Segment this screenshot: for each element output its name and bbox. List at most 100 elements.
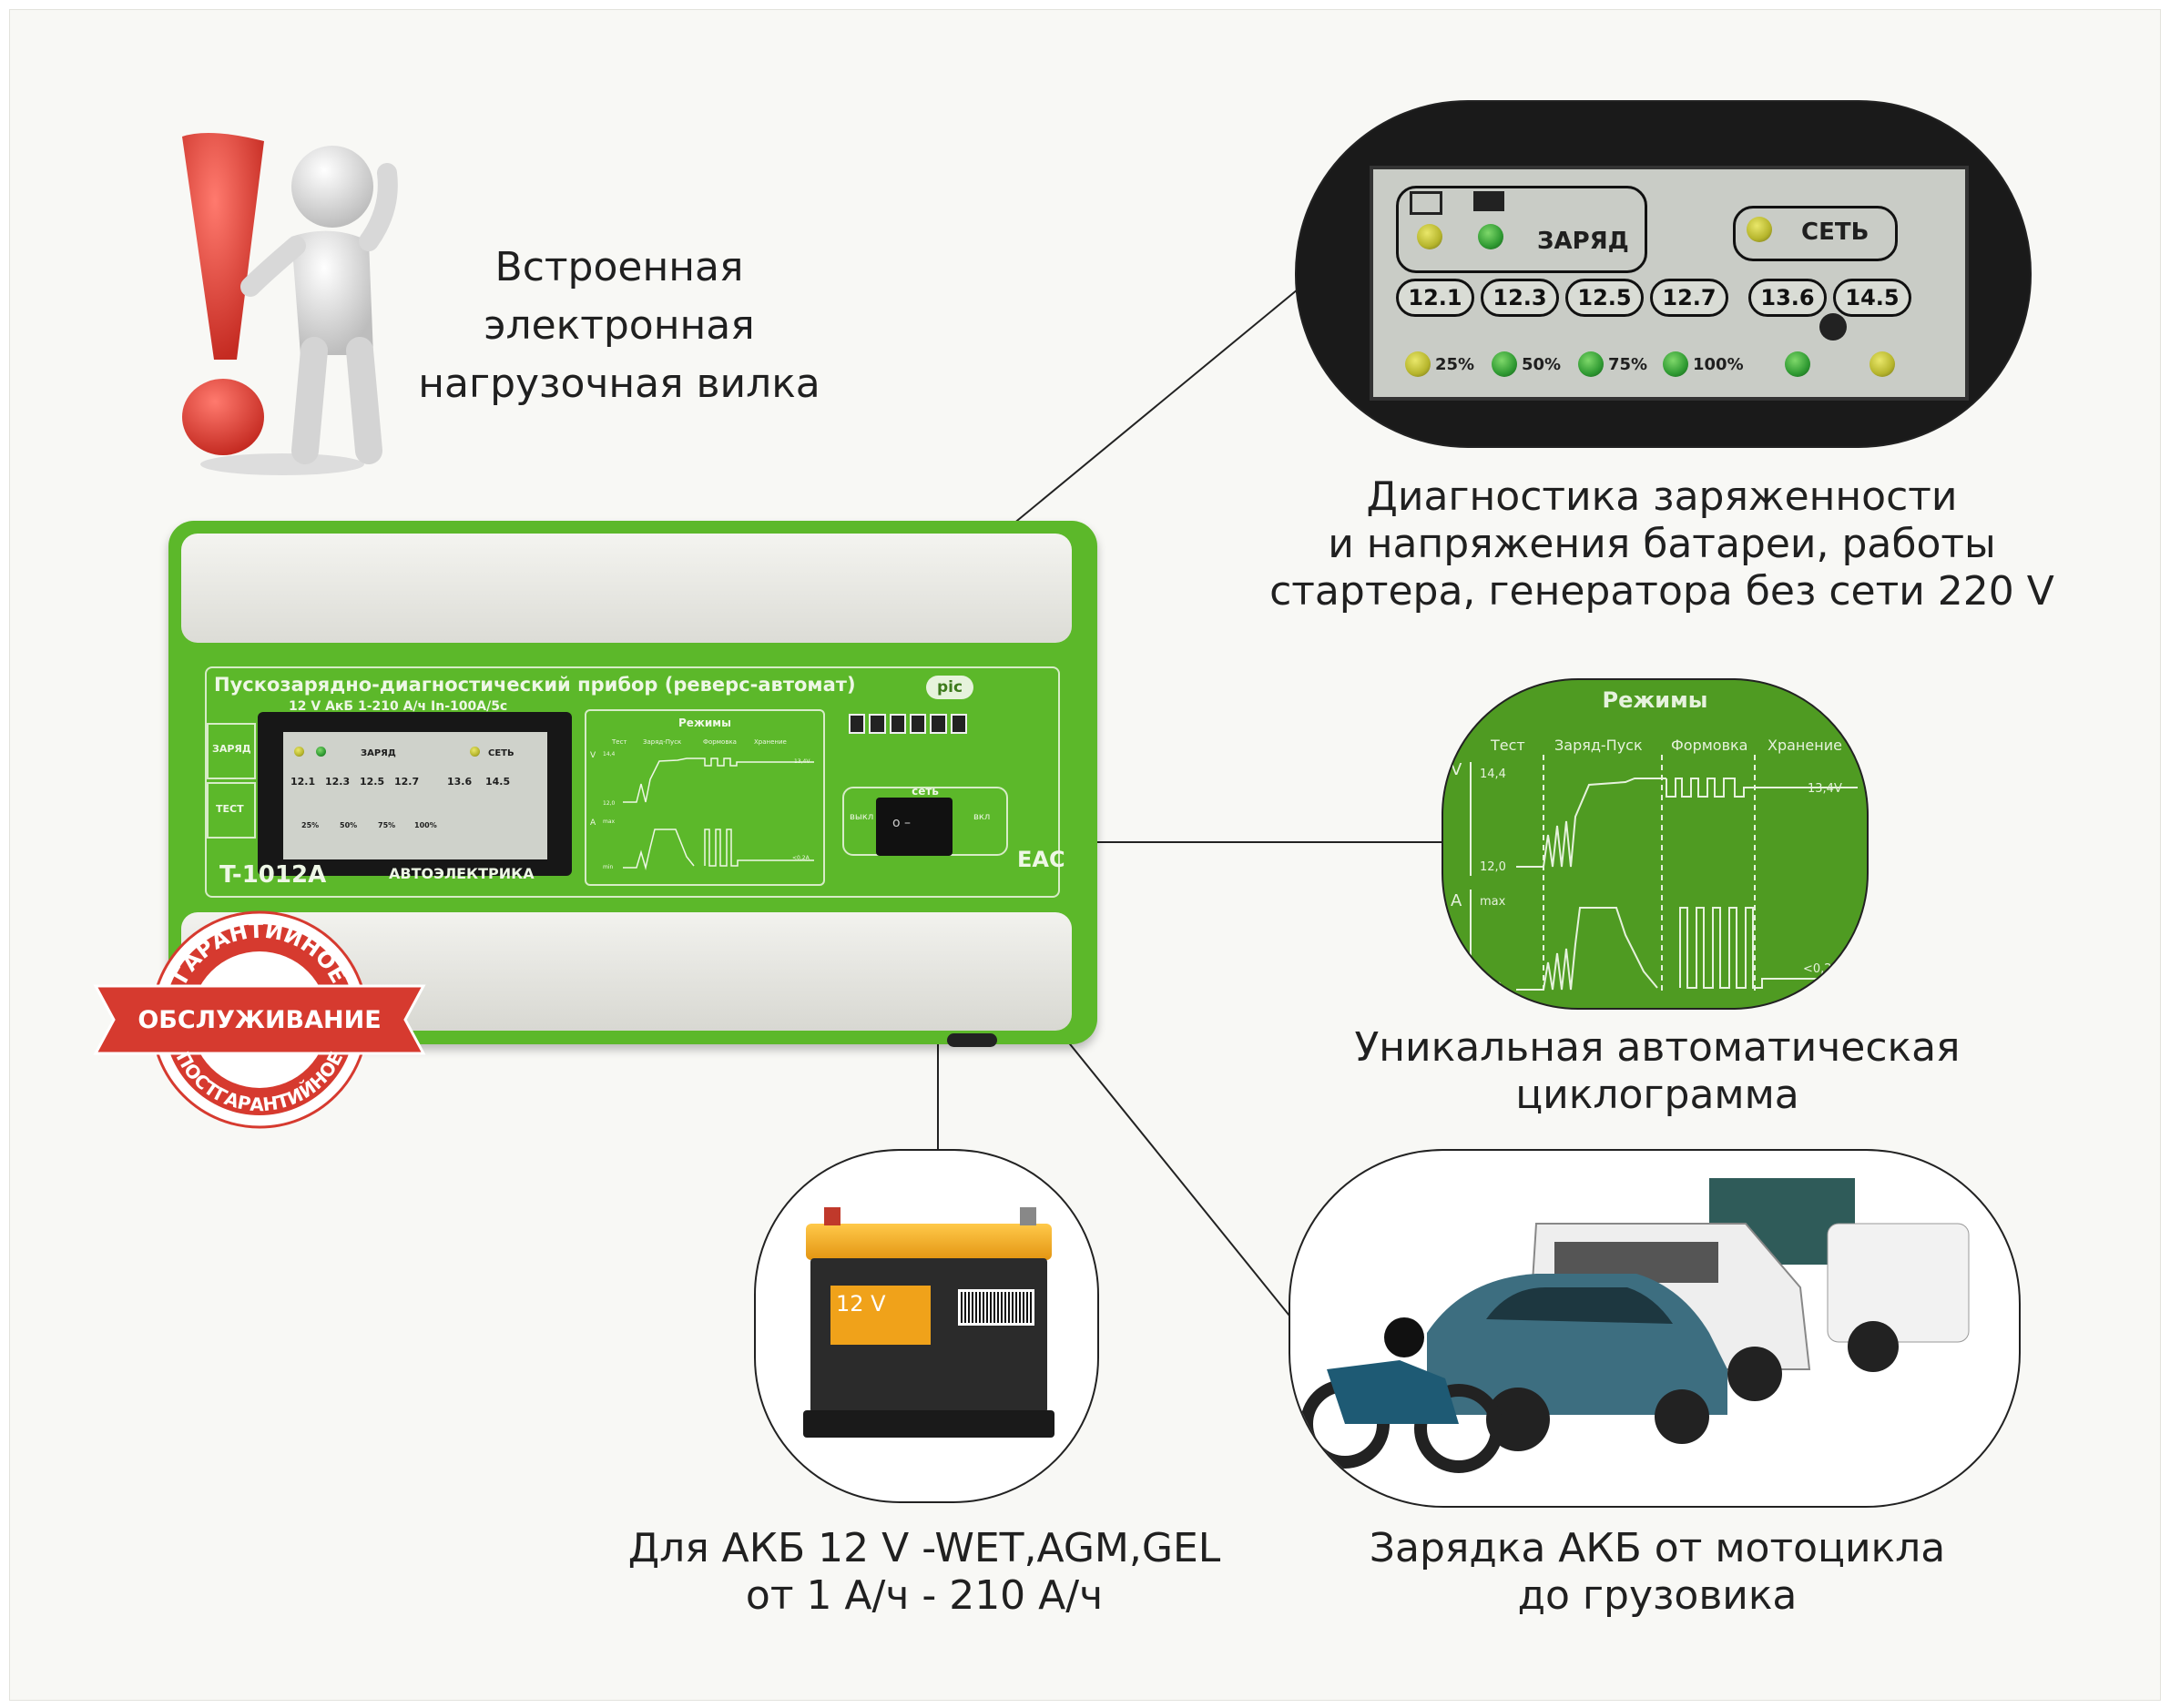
a-axis-label: A <box>1451 891 1462 910</box>
caption-line: Встроенная <box>494 244 744 290</box>
indicator-panel: ЗАРЯД СЕТЬ 12.1 12.3 12.5 12.7 13.6 14.5… <box>1370 166 1969 401</box>
mini-percent: 75% <box>378 821 396 829</box>
mini-phase: Формовка <box>703 738 737 746</box>
device-foot <box>947 1033 997 1047</box>
modes-title: Режимы <box>1602 687 1708 713</box>
mini-voltage: 12.5 <box>360 776 385 788</box>
battery-negative-terminal-icon <box>1020 1207 1036 1225</box>
led-yellow <box>1869 351 1895 377</box>
mini-charge-label: ЗАРЯД <box>361 748 396 758</box>
battery-label: 12 V <box>830 1286 931 1345</box>
barcode-icon <box>958 1289 1034 1326</box>
led-network <box>1747 217 1772 242</box>
mini-a-max: max <box>603 818 616 825</box>
warranty-middle-text: ОБСЛУЖИВАНИЕ <box>138 1006 381 1034</box>
battery-positive-terminal-icon <box>824 1207 840 1225</box>
mini-percent: 25% <box>301 821 320 829</box>
battery-oval: 12 V <box>754 1149 1099 1503</box>
top-cover <box>181 534 1072 643</box>
battery-full-icon <box>1473 191 1504 211</box>
device-specs: 12 V АкБ 1-210 А/ч In-100A/5c <box>289 699 508 714</box>
pic-badge: pic <box>926 676 973 699</box>
caption-line: нагрузочная вилка <box>418 361 820 407</box>
battery-voltage: 12 V <box>836 1291 886 1317</box>
truck-icon <box>869 714 886 734</box>
mini-phase: Хранение <box>754 738 787 746</box>
car-icon <box>849 714 866 734</box>
battery-body: 12 V <box>810 1258 1047 1413</box>
mini-network-label: СЕТЬ <box>488 748 514 758</box>
mini-voltage: 12.3 <box>325 776 351 788</box>
voltage-pill: 12.3 <box>1481 279 1559 317</box>
v-axis-label: V <box>1451 760 1462 779</box>
led-green <box>1478 224 1503 249</box>
device-title: Пускозарядно-диагностический прибор (рев… <box>214 674 856 696</box>
boat-icon <box>889 714 906 734</box>
off-label: выкл <box>850 812 874 822</box>
phase-label: Тест <box>1491 737 1525 754</box>
side-box <box>207 723 256 779</box>
mini-percent: 50% <box>340 821 358 829</box>
mini-v: V <box>590 751 596 760</box>
load-fork-caption: Встроенная электронная нагрузочная вилка <box>392 239 847 413</box>
network-label: СЕТЬ <box>1801 219 1869 246</box>
caption-line: от 1 А/ч - 210 А/ч <box>745 1572 1104 1619</box>
cyclogram-caption: Уникальная автоматическая циклограмма <box>1339 1024 1976 1119</box>
front-panel: Пускозарядно-диагностический прибор (рев… <box>205 666 1065 898</box>
led-green <box>1785 351 1810 377</box>
generator-icon <box>930 714 947 734</box>
v-low-label: 12,0 <box>1480 860 1506 874</box>
vehicles-illustration <box>1300 1178 1970 1473</box>
mode-icons <box>849 714 967 734</box>
starter-icon <box>1819 313 1847 341</box>
diagnostics-caption: Диагностика заряженности и напряжения ба… <box>1266 473 2058 615</box>
side-box <box>207 782 256 839</box>
side-test-label: ТЕСТ <box>216 803 244 815</box>
a-max-label: max <box>1480 895 1506 909</box>
model-label: T-1012A <box>219 861 327 889</box>
battery-top <box>806 1224 1052 1260</box>
mini-a-min: min <box>603 864 614 870</box>
voltage-pill: 12.5 <box>1565 279 1644 317</box>
mini-led <box>470 747 480 757</box>
warranty-seal-graphic: ГАРАНТИЙНОЕ ПОСТГАРАНТИЙНОЕ ОБСЛУЖИВАНИЕ <box>93 910 426 1129</box>
caption-line: электронная <box>484 302 755 349</box>
mini-indicator-panel: ЗАРЯД СЕТЬ 12.1 12.3 12.5 12.7 13.6 14.5… <box>283 732 547 859</box>
led-green <box>1492 351 1517 377</box>
cyclogram-panel: Режимы Тест Заряд-Пуск Формовка Хранение… <box>1442 678 1869 1010</box>
mini-phase: Тест <box>612 738 627 746</box>
exclamation-icon <box>182 133 398 475</box>
voltage-pill: 12.7 <box>1650 279 1728 317</box>
switch-marks-icon: o – <box>892 816 912 830</box>
percent-label: 25% <box>1435 355 1475 374</box>
mini-a-store: <0,2A <box>792 855 810 861</box>
caption-line: Диагностика заряженности <box>1366 473 1958 520</box>
info-icon <box>909 714 927 734</box>
network-group <box>1733 206 1898 261</box>
on-label: вкл <box>973 812 991 822</box>
mini-percent: 100% <box>414 821 437 829</box>
battery-plus-icon <box>1410 191 1442 215</box>
mini-led <box>316 747 326 757</box>
cyclogram-curves <box>1470 755 1858 994</box>
mini-modes-label: Режимы <box>678 717 731 729</box>
mini-cyclogram: Режимы Тест Заряд-Пуск Формовка Хранение… <box>585 709 825 886</box>
network-switch-label: сеть <box>912 785 939 798</box>
charge-label: ЗАРЯД <box>1537 228 1629 255</box>
caption-line: стартера, генератора без сети 220 V <box>1269 568 2054 615</box>
caption-line: Зарядка АКБ от мотоцикла <box>1369 1525 1946 1571</box>
a-min-label: min <box>1480 979 1503 992</box>
mini-led <box>294 747 304 757</box>
mini-a: A <box>590 818 596 828</box>
caption-line: и напряжения батареи, работы <box>1328 521 1996 567</box>
mini-voltage: 12.1 <box>290 776 316 788</box>
vehicles-caption: Зарядка АКБ от мотоцикла до грузовика <box>1330 1525 1985 1620</box>
power-switch[interactable]: o – <box>876 798 953 856</box>
exclamation-figure <box>164 127 401 483</box>
caption-line: Для АКБ 12 V -WET,AGM,GEL <box>627 1525 1221 1571</box>
phase-label: Заряд-Пуск <box>1554 737 1643 754</box>
caption-line: циклограмма <box>1515 1072 1799 1118</box>
voltage-pill: 12.1 <box>1396 279 1474 317</box>
mini-v-high: 14,4 <box>603 751 616 757</box>
mini-voltage: 12.7 <box>394 776 420 788</box>
